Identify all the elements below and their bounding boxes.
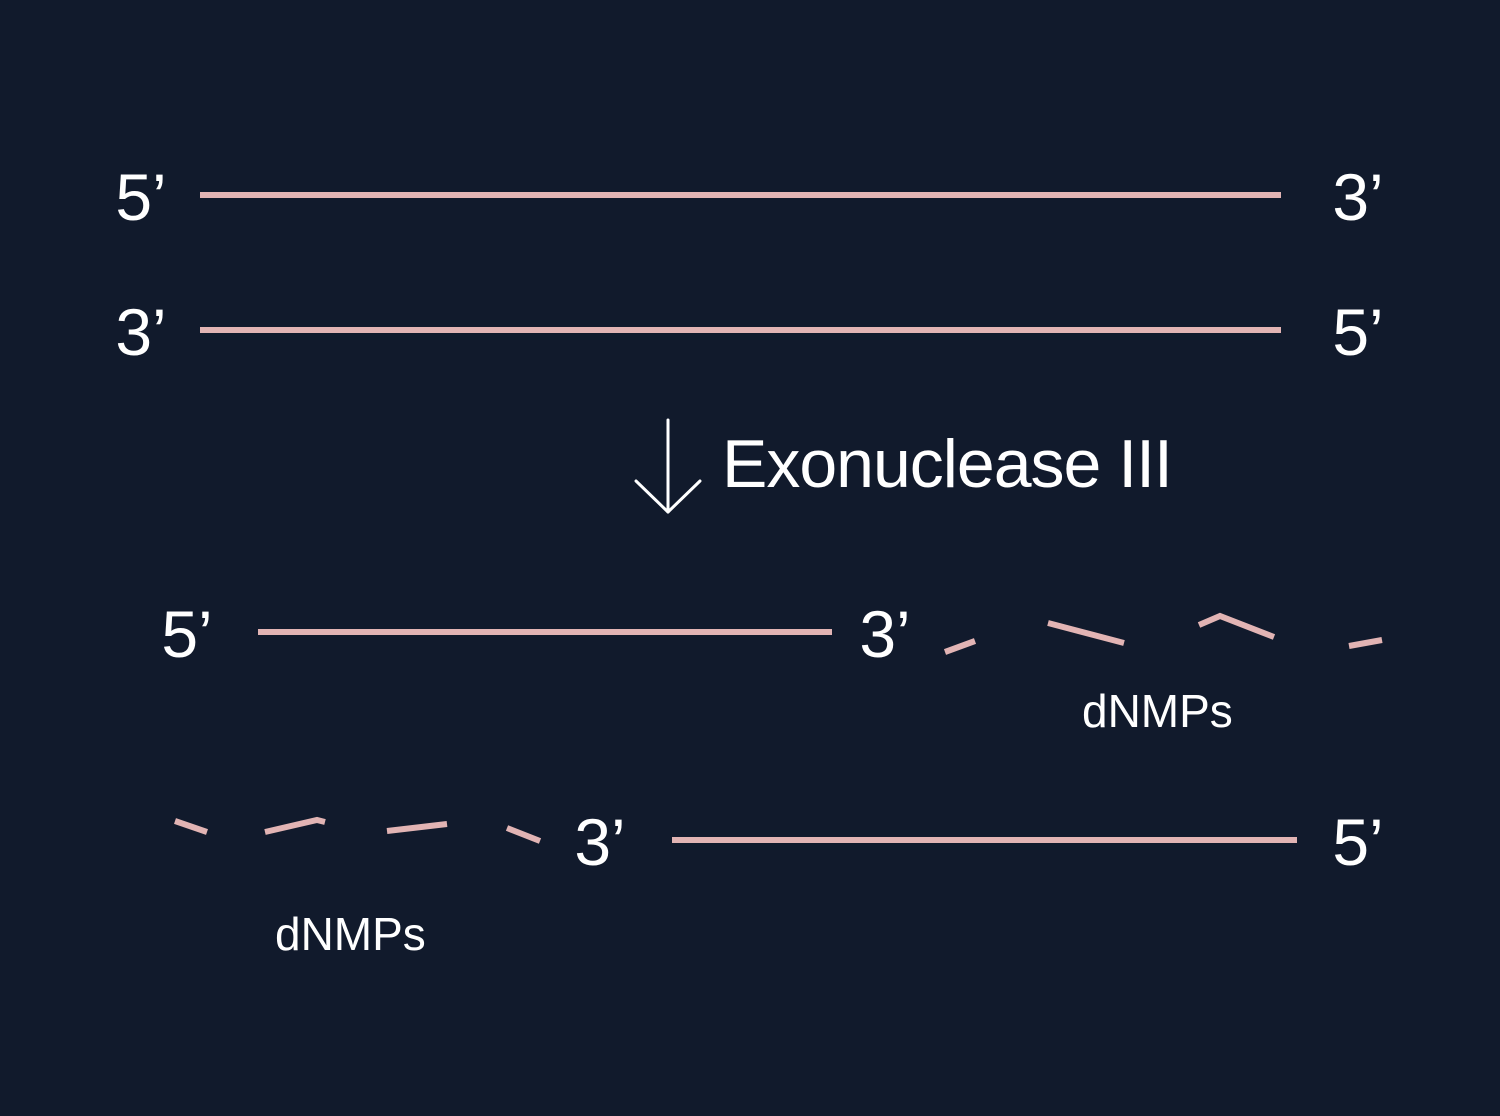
dnmp-fragment (1047, 620, 1125, 646)
dnmp-fragment (386, 821, 448, 834)
duplex-bottom-right-end: 5’ (1332, 295, 1384, 369)
duplex-bottom-left-end: 3’ (115, 295, 167, 369)
duplex-top-left-end: 5’ (115, 160, 167, 234)
released-dnmps-label-top: dNMPs (1082, 685, 1233, 737)
released-dnmps-label-bottom: dNMPs (275, 908, 426, 960)
dnmp-fragment (1197, 612, 1276, 640)
product-bottom-left-end: 3’ (574, 805, 626, 879)
product-bottom-right-end: 5’ (1332, 805, 1384, 879)
dnmp-fragment (174, 818, 208, 835)
dnmp-fragments-top (943, 612, 1383, 655)
duplex-top-right-end: 3’ (1332, 160, 1384, 234)
dnmp-fragment (1348, 637, 1383, 649)
enzyme-label: Exonuclease III (722, 426, 1173, 502)
product-top-right-end: 3’ (859, 597, 911, 671)
dnmp-fragment (943, 638, 977, 655)
dnmp-fragment (264, 816, 326, 835)
down-arrow-icon (634, 418, 702, 514)
product-top-left-end: 5’ (161, 597, 213, 671)
dnmp-fragments-bottom (174, 816, 542, 844)
dnmp-fragment (505, 825, 542, 844)
